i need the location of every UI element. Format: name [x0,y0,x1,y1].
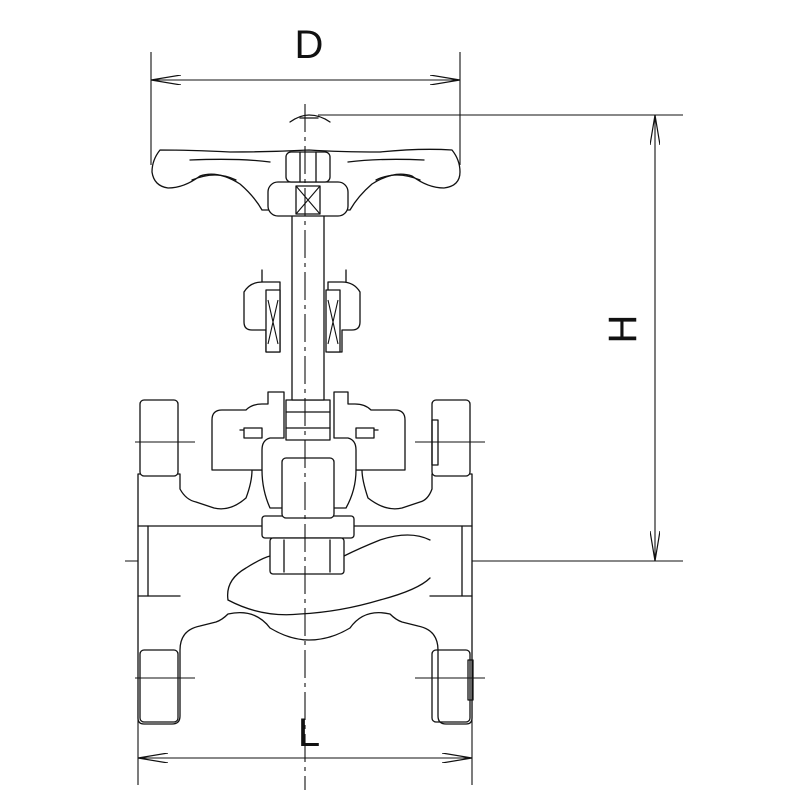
stem [291,199,325,401]
left-passage [226,555,271,601]
left-flange-bottom [139,649,179,723]
gasket-right [355,427,375,439]
packing-left-hatch [267,299,279,345]
right-passage [343,534,431,557]
dimension-d-label: D [295,23,324,67]
handwheel [151,114,461,217]
dimension-l-label: L [298,711,320,755]
dimension-h-label: H [601,315,645,344]
bonnet [211,391,406,575]
handwheel-nut [285,151,331,183]
disc [269,537,345,575]
left-flange-top [139,399,179,477]
hub-square-cross [295,185,321,215]
dimension-h: H [125,114,683,562]
right-flange-bottom [431,649,471,723]
right-flange-top-notch [431,419,439,466]
gasket-left [243,427,263,439]
right-flange-notch [467,659,474,701]
packing-gland [243,269,361,353]
handwheel-rim-inner-left [189,158,271,163]
valve-body [135,399,485,725]
gland-studs [261,269,347,283]
stem-rod [291,199,325,401]
stem-collar [285,399,331,441]
top-washer [289,114,331,123]
handwheel-rim-inner-right [347,158,425,163]
disc-holder [261,515,355,539]
packing-right-hatch [327,299,339,345]
body-outline [137,469,473,725]
lower-passage [227,577,431,616]
handwheel-spoke-left [191,174,237,181]
handwheel-spoke-right [375,174,421,181]
stem-nut [281,457,335,519]
dimension-d: D [150,23,461,165]
